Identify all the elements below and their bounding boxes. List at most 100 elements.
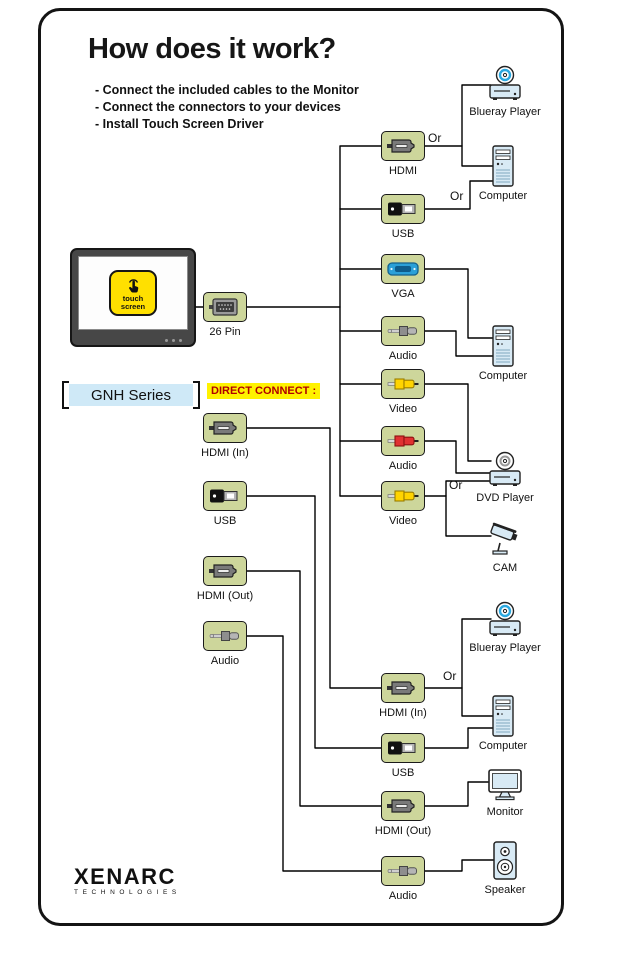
device-label: CAM	[492, 562, 518, 574]
hdmi-connector-icon	[386, 136, 420, 156]
device-computer: Computer	[479, 694, 527, 752]
connector-box	[203, 292, 247, 322]
computer-icon	[484, 144, 522, 188]
page-title: How does it work?	[88, 33, 336, 65]
device-computer: Computer	[479, 324, 527, 382]
or-label: Or	[450, 189, 464, 203]
connector-hdmi-in: HDMI (In)	[201, 413, 249, 459]
vga-connector-icon	[386, 259, 420, 279]
connector-box	[381, 254, 425, 284]
connector-26-pin: 26 Pin	[203, 292, 247, 338]
device-label: Blueray Player	[469, 106, 541, 118]
connector-box	[381, 673, 425, 703]
instruction-line: - Connect the included cables to the Mon…	[95, 83, 359, 97]
connector-hdmi-out: HDMI (Out)	[197, 556, 253, 602]
hdmi-connector-icon	[208, 561, 242, 581]
connector-label: USB	[213, 515, 237, 527]
connector-box	[203, 621, 247, 651]
instruction-line: - Connect the connectors to your devices	[95, 100, 341, 114]
touch-label-line1: touch	[122, 294, 144, 303]
connector-hdmi: HDMI	[381, 131, 425, 177]
device-label: Blueray Player	[469, 642, 541, 654]
touchscreen-monitor: touch screen	[70, 248, 196, 347]
pin26-connector-icon	[208, 296, 242, 318]
touch-label-line2: screen	[120, 301, 146, 311]
device-blueray-player: Blueray Player	[469, 64, 541, 118]
device-monitor: Monitor	[486, 766, 524, 818]
monitor-buttons	[165, 339, 182, 342]
connector-label: Audio	[388, 460, 418, 472]
device-label: Speaker	[484, 884, 526, 896]
dvd-player-icon	[486, 450, 524, 490]
audio-jack-icon	[386, 321, 420, 341]
connector-box	[381, 426, 425, 456]
rca-yellow-icon	[386, 374, 420, 394]
hdmi-connector-icon	[208, 418, 242, 438]
touch-screen-label: touch screen	[121, 295, 145, 310]
direct-connect-label: DIRECT CONNECT :	[207, 383, 321, 399]
connector-label: USB	[391, 767, 415, 779]
connector-label: HDMI	[388, 165, 418, 177]
connector-label: 26 Pin	[209, 326, 241, 338]
or-label: Or	[449, 478, 463, 492]
connector-label: HDMI (In)	[201, 447, 249, 459]
connector-box	[203, 556, 247, 586]
connector-label: Video	[389, 515, 417, 527]
connector-label: Audio	[388, 350, 418, 362]
connector-label: HDMI (Out)	[374, 825, 432, 837]
hdmi-connector-icon	[386, 678, 420, 698]
usb-connector-icon	[386, 738, 420, 758]
series-label-plate: GNH Series	[62, 381, 200, 409]
connector-audio: Audio	[381, 856, 425, 902]
device-label: Computer	[478, 370, 528, 382]
connector-usb: USB	[381, 733, 425, 779]
connector-video: Video	[381, 369, 425, 415]
computer-icon	[484, 694, 522, 738]
connector-usb: USB	[381, 194, 425, 240]
or-label: Or	[443, 669, 457, 683]
logo-name: XENARC	[74, 864, 176, 889]
connector-label: USB	[391, 228, 415, 240]
connector-hdmi-in: HDMI (In)	[379, 673, 427, 719]
connector-vga: VGA	[381, 254, 425, 300]
series-label: GNH Series	[69, 384, 193, 406]
blueray-player-icon	[486, 600, 524, 640]
connector-video: Video	[381, 481, 425, 527]
connector-box	[381, 791, 425, 821]
connector-label: HDMI (In)	[379, 707, 427, 719]
connector-box	[381, 131, 425, 161]
rca-yellow-icon	[386, 486, 420, 506]
or-label: Or	[428, 131, 442, 145]
connector-box	[381, 481, 425, 511]
connector-box	[381, 856, 425, 886]
device-label: Monitor	[486, 806, 524, 818]
connector-audio: Audio	[203, 621, 247, 667]
device-label: DVD Player	[476, 492, 534, 504]
device-speaker: Speaker	[485, 840, 525, 896]
connector-label: Audio	[388, 890, 418, 902]
connector-label: VGA	[391, 288, 415, 300]
connector-hdmi-out: HDMI (Out)	[375, 791, 431, 837]
usb-connector-icon	[208, 486, 242, 506]
device-cam: CAM	[486, 520, 524, 574]
connector-box	[381, 316, 425, 346]
logo-subtitle: TECHNOLOGIES	[74, 889, 181, 896]
instruction-list: - Connect the included cables to the Mon…	[95, 82, 359, 133]
connector-box	[381, 194, 425, 224]
connector-box	[381, 733, 425, 763]
touch-screen-badge: touch screen	[109, 270, 157, 316]
xenarc-logo: XENARC TECHNOLOGIES	[74, 864, 181, 897]
hdmi-connector-icon	[386, 796, 420, 816]
connector-audio: Audio	[381, 426, 425, 472]
device-label: Computer	[478, 190, 528, 202]
device-label: Computer	[478, 740, 528, 752]
device-blueray-player: Blueray Player	[469, 600, 541, 654]
cam-icon	[486, 520, 524, 560]
connector-box	[203, 481, 247, 511]
speaker-icon	[486, 840, 524, 882]
monitor-screen: touch screen	[78, 256, 188, 330]
audio-jack-icon	[386, 861, 420, 881]
connector-label: Audio	[210, 655, 240, 667]
audio-jack-icon	[208, 626, 242, 646]
